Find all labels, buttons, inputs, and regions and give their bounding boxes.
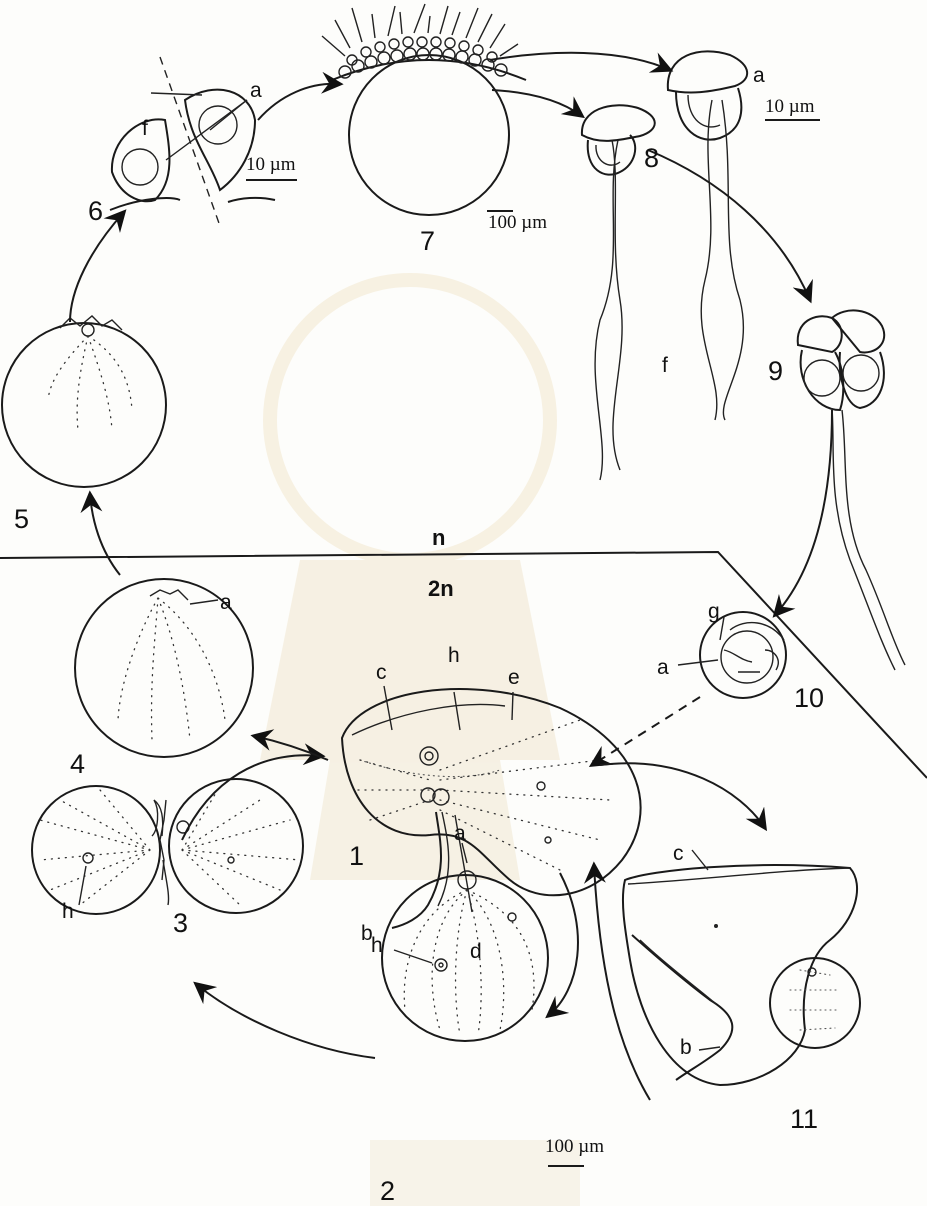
label-e-stage1: e [508,666,520,689]
diploid-label: 2n [428,576,454,601]
label-a-stage4: a [220,591,232,614]
stage-number-3: 3 [173,908,188,938]
label-f-stage6: f [142,117,148,140]
stage-number-1: 1 [349,841,364,871]
label-c-stage1: c [376,661,387,684]
label-f-stage8: f [662,354,668,377]
stage-number-4: 4 [70,749,85,779]
stage-6-cells [110,57,297,226]
label-h-stage3: h [62,900,74,923]
stage-number-9: 9 [768,356,783,386]
stage-number-5: 5 [14,504,29,534]
stage-7-sporangium [322,4,526,215]
scale-6: 10 µm [246,154,296,175]
stage-9-gametes [798,310,905,670]
label-c-stage11: c [673,842,684,865]
stage-number-7: 7 [420,226,435,256]
label-b-stage11: b [680,1036,692,1059]
label-a-stage6: a [250,79,262,102]
stage-number-8: 8 [644,143,659,173]
scale-labels: 10 µm 10 µm 100 µm 100 µm [246,96,815,1166]
scale-7: 100 µm [488,212,547,233]
label-h-stage2: h [371,934,383,957]
stage-numbers: 1 2 3 4 5 6 7 8 9 10 11 [14,143,824,1206]
stage-number-11: 11 [790,1104,818,1134]
label-h-stage1: h [448,644,460,667]
label-a-stage8: a [753,64,765,87]
stage-11-cell [623,850,860,1085]
stage-number-2: 2 [380,1176,395,1206]
scale-2: 100 µm [545,1136,604,1157]
stage-number-10: 10 [794,683,824,713]
ploidy-line [0,552,927,778]
label-a-stage2: a [454,822,466,845]
label-g-stage10: g [708,600,720,623]
stage-3-cells [32,779,303,914]
scale-8: 10 µm [765,96,815,117]
label-d-stage1: d [470,940,482,963]
haploid-label: n [432,525,445,550]
stage-5-cell [2,316,166,487]
label-a-stage10: a [657,656,669,679]
stage-10-zygote [678,612,786,698]
stage-number-6: 6 [88,196,103,226]
